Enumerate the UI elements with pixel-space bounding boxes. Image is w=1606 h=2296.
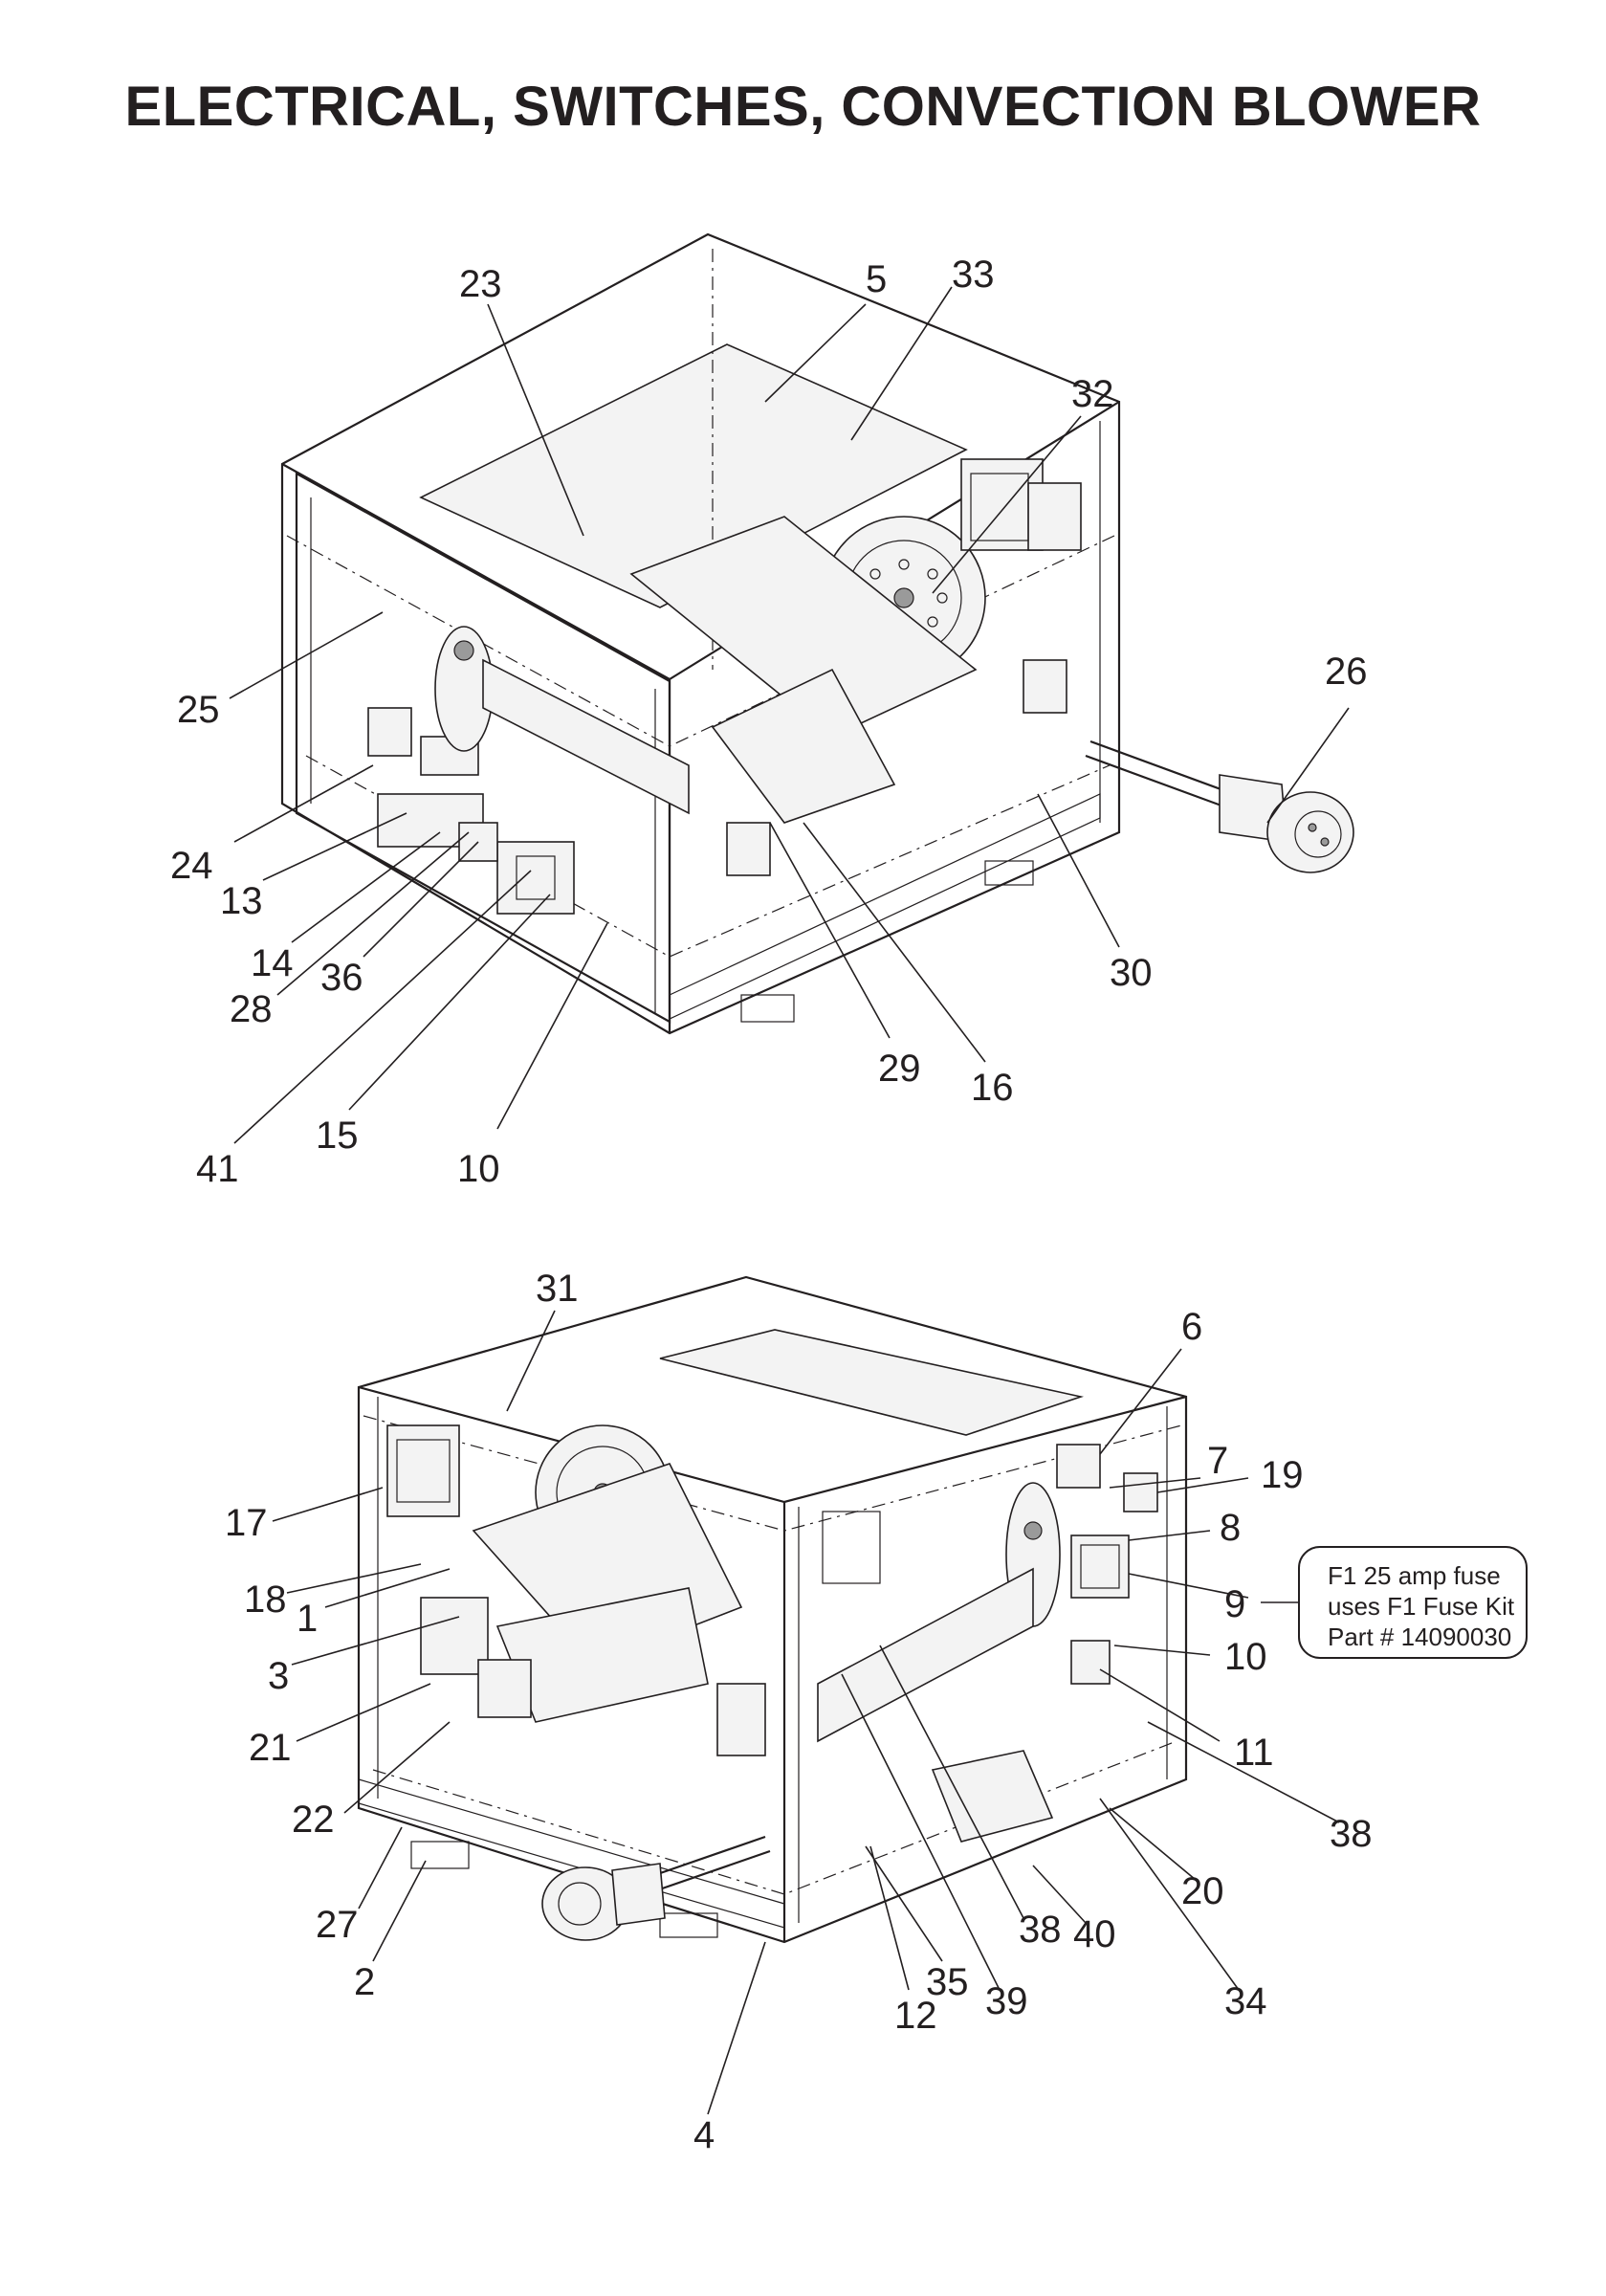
callout-label: 33 <box>952 254 995 296</box>
callout-label: 25 <box>177 689 220 731</box>
fuse-note-line: F1 25 amp fuse <box>1328 1561 1501 1590</box>
callout-label: 4 <box>693 2114 715 2156</box>
callout-label: 29 <box>878 1048 921 1090</box>
callout-label: 11 <box>1234 1732 1274 1774</box>
callout-label: 39 <box>985 1980 1028 2022</box>
callout-label: 20 <box>1181 1870 1224 1912</box>
callout-label: 7 <box>1207 1440 1228 1482</box>
callout-label: 10 <box>457 1148 500 1190</box>
callout-label: 15 <box>316 1115 359 1157</box>
callout-label: 38 <box>1019 1909 1062 1951</box>
fuse-note-box <box>1298 1546 1528 1659</box>
callout-label: 21 <box>249 1727 292 1769</box>
callout-label: 28 <box>230 988 273 1030</box>
fuse-note-callout: F1 25 amp fuse uses F1 Fuse Kit Part # 1… <box>1298 1546 1528 1659</box>
callout-label: 5 <box>866 258 887 300</box>
fuse-note-line: Part # 14090030 <box>1328 1623 1511 1651</box>
callout-label: 18 <box>244 1578 287 1621</box>
callouts-bottom: 31 6 7 19 17 8 18 1 9 3 10 21 11 38 22 2… <box>225 1268 1373 2156</box>
callout-label: 19 <box>1261 1454 1304 1496</box>
callout-label: 17 <box>225 1502 268 1544</box>
callout-label: 14 <box>251 942 294 984</box>
callout-label: 38 <box>1330 1813 1373 1855</box>
callout-label: 34 <box>1224 1980 1267 2022</box>
callout-label: 22 <box>292 1799 335 1841</box>
callout-label: 9 <box>1224 1583 1245 1625</box>
callout-label: 31 <box>536 1268 579 1310</box>
callout-label: 13 <box>220 880 263 922</box>
page-title: ELECTRICAL, SWITCHES, CONVECTION BLOWER <box>124 76 1482 138</box>
callout-label: 27 <box>316 1904 359 1946</box>
callout-label: 16 <box>971 1067 1014 1109</box>
callout-label: 1 <box>297 1598 318 1640</box>
callout-label: 23 <box>459 263 502 305</box>
callout-label: 10 <box>1224 1636 1267 1678</box>
callout-label: 2 <box>354 1961 375 2003</box>
callout-label: 41 <box>196 1148 239 1190</box>
callout-label: 12 <box>894 1995 937 2037</box>
top-assembly-drawing <box>280 232 1354 1035</box>
callout-label: 40 <box>1073 1913 1116 1955</box>
callout-label: 36 <box>320 957 363 999</box>
callout-label: 24 <box>170 845 213 887</box>
callout-label: 32 <box>1071 373 1114 415</box>
callouts-top: 23 5 33 32 25 26 24 13 14 36 28 30 29 16… <box>170 254 1368 1190</box>
callout-label: 26 <box>1325 651 1368 693</box>
bottom-assembly-drawing <box>357 1275 1188 1944</box>
callout-label: 8 <box>1220 1507 1241 1549</box>
fuse-note-line: uses F1 Fuse Kit <box>1328 1592 1515 1621</box>
callout-label: 35 <box>926 1961 969 2003</box>
leader-lines <box>229 286 1350 2115</box>
callout-label: 3 <box>268 1655 289 1697</box>
callout-label: 6 <box>1181 1306 1202 1348</box>
callout-label: 30 <box>1110 952 1153 994</box>
